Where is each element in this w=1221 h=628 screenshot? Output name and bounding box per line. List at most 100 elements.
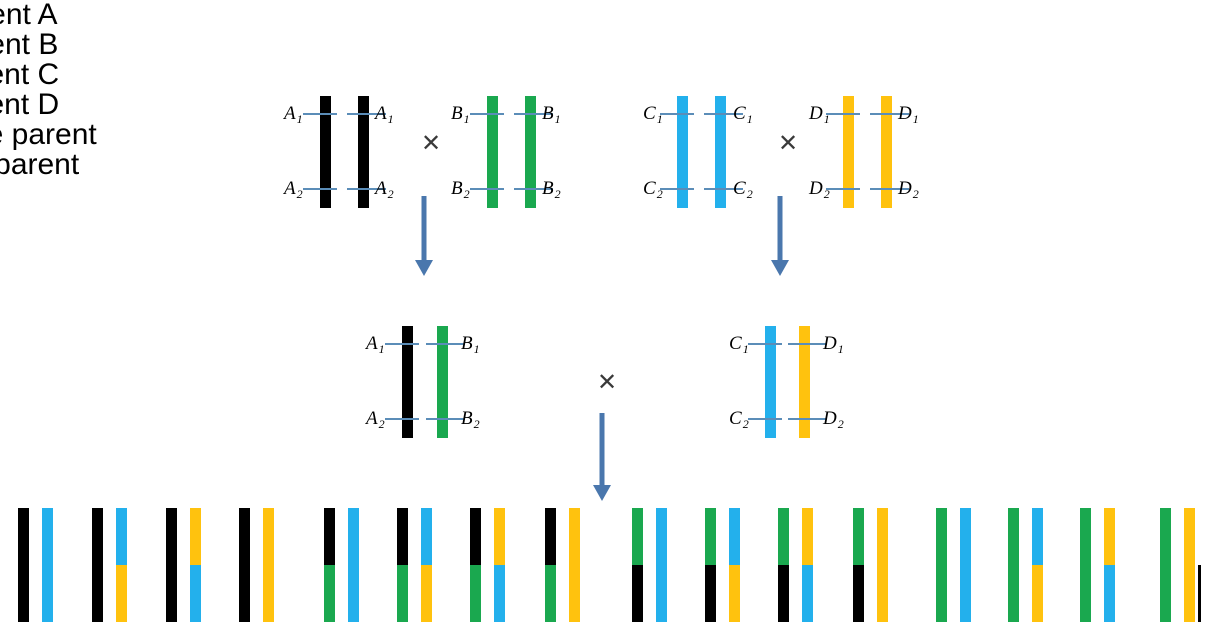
allele-tick: [704, 188, 743, 190]
chromosome-segment-blue: [42, 508, 53, 622]
chromosome-segment-black: [397, 508, 408, 565]
chromosome-male-parent-1: [765, 326, 776, 438]
allele-tick: [303, 188, 337, 190]
chromosome-segment-yellow: [1184, 508, 1195, 622]
chromosome-offspring-1-left: [18, 508, 29, 622]
chromosome-offspring-12-left: [853, 508, 864, 622]
chromosome-segment-blue: [348, 508, 359, 622]
parent-b-allele-label: B1: [451, 103, 470, 126]
chromosome-offspring-8-right: [569, 508, 580, 622]
allele-tick: [826, 188, 860, 190]
male-parent-allele-label: D1: [823, 333, 844, 356]
f1-parent-title-2: Male parent: [0, 148, 80, 181]
chromosome-segment-black: [632, 565, 643, 622]
chromosome-offspring-7-right: [494, 508, 505, 622]
chromosome-offspring-13-right: [960, 508, 971, 622]
chromosome-parent-d-1: [843, 96, 854, 208]
parent-b-allele-label: B2: [542, 178, 561, 201]
chromosome-segment-blue: [677, 96, 688, 208]
chromosome-offspring-11-left: [778, 508, 789, 622]
f1-parents-row: Female parentA1B1A2B2Male parentC1D1C2D2…: [0, 120, 1221, 438]
chromosome-segment-yellow: [569, 508, 580, 622]
chromosome-segment-blue: [190, 565, 201, 622]
chromosome-segment-blue: [1104, 565, 1115, 622]
chromosome-offspring-7-left: [470, 508, 481, 622]
edge-marker-line: [1198, 565, 1201, 622]
male-parent-allele-label: C2: [729, 408, 749, 431]
chromosome-segment-green: [470, 565, 481, 622]
parent-b-allele-label: B1: [542, 103, 561, 126]
allele-tick: [870, 188, 909, 190]
arrow-head: [415, 260, 433, 276]
female-parent-allele-label: A1: [366, 333, 385, 356]
allele-tick: [385, 343, 419, 345]
chromosome-segment-black: [778, 565, 789, 622]
chromosome-parent-a-1: [320, 96, 331, 208]
parent-title-1: Parent A: [0, 0, 58, 31]
chromosome-segment-yellow: [843, 96, 854, 208]
chromosome-segment-green: [397, 565, 408, 622]
allele-tick: [660, 188, 694, 190]
chromosome-segment-black: [470, 508, 481, 565]
chromosome-offspring-13-left: [936, 508, 947, 622]
cross-symbol-1: ✕: [421, 129, 442, 157]
chromosome-segment-yellow: [729, 565, 740, 622]
chromosome-offspring-6-right: [421, 508, 432, 622]
chromosome-segment-yellow: [881, 96, 892, 208]
allele-tick: [347, 188, 386, 190]
cross-symbol-2: ✕: [778, 129, 799, 157]
chromosome-segment-black: [18, 508, 29, 622]
parent-a-allele-label: A2: [375, 178, 394, 201]
parent-title-4: Parent D: [0, 88, 60, 121]
chromosome-segment-blue: [421, 508, 432, 565]
chromosome-segment-blue: [765, 326, 776, 438]
chromosome-segment-green: [632, 508, 643, 565]
allele-tick: [514, 113, 553, 115]
parent-c-allele-label: C1: [733, 103, 753, 126]
allele-tick: [870, 113, 909, 115]
chromosome-segment-black: [705, 565, 716, 622]
chromosome-segment-yellow: [802, 508, 813, 565]
chromosome-parent-b-1: [487, 96, 498, 208]
allele-tick: [470, 113, 504, 115]
allele-tick: [426, 418, 465, 420]
chromosome-offspring-10-right: [729, 508, 740, 622]
chromosome-segment-green: [1080, 508, 1091, 622]
chromosome-segment-yellow: [116, 565, 127, 622]
chromosome-segment-yellow: [799, 326, 810, 438]
parent-c-allele-label: C1: [643, 103, 663, 126]
parent-title-3: Parent C: [0, 58, 60, 91]
chromosome-offspring-12-right: [877, 508, 888, 622]
allele-tick: [704, 113, 743, 115]
chromosome-segment-green: [1160, 508, 1171, 622]
chromosome-offspring-15-right: [1104, 508, 1115, 622]
parent-d-allele-label: D2: [809, 178, 830, 201]
allele-tick: [748, 418, 782, 420]
allele-tick: [385, 418, 419, 420]
chromosome-parent-c-2: [715, 96, 726, 208]
chromosome-segment-black: [358, 96, 369, 208]
chromosome-offspring-14-left: [1008, 508, 1019, 622]
chromosome-male-parent-2: [799, 326, 810, 438]
chromosome-segment-yellow: [263, 508, 274, 622]
arrow-to-female-parent: [414, 196, 434, 276]
chromosome-segment-yellow: [1032, 565, 1043, 622]
allele-tick: [826, 113, 860, 115]
chromosome-segment-green: [324, 565, 335, 622]
chromosome-offspring-2-left: [92, 508, 103, 622]
chromosome-offspring-16-left: [1160, 508, 1171, 622]
female-parent-allele-label: A2: [366, 408, 385, 431]
allele-tick: [426, 343, 465, 345]
chromosome-offspring-6-left: [397, 508, 408, 622]
chromosome-offspring-3-right: [190, 508, 201, 622]
chromosome-segment-black: [853, 565, 864, 622]
parent-a-allele-label: A2: [284, 178, 303, 201]
parent-c-allele-label: C2: [643, 178, 663, 201]
allele-tick: [514, 188, 553, 190]
chromosome-segment-yellow: [190, 508, 201, 565]
chromosome-segment-black: [320, 96, 331, 208]
chromosome-segment-black: [402, 326, 413, 438]
parent-title-2: Parent B: [0, 28, 59, 61]
chromosome-segment-green: [525, 96, 536, 208]
chromosome-segment-blue: [656, 508, 667, 622]
